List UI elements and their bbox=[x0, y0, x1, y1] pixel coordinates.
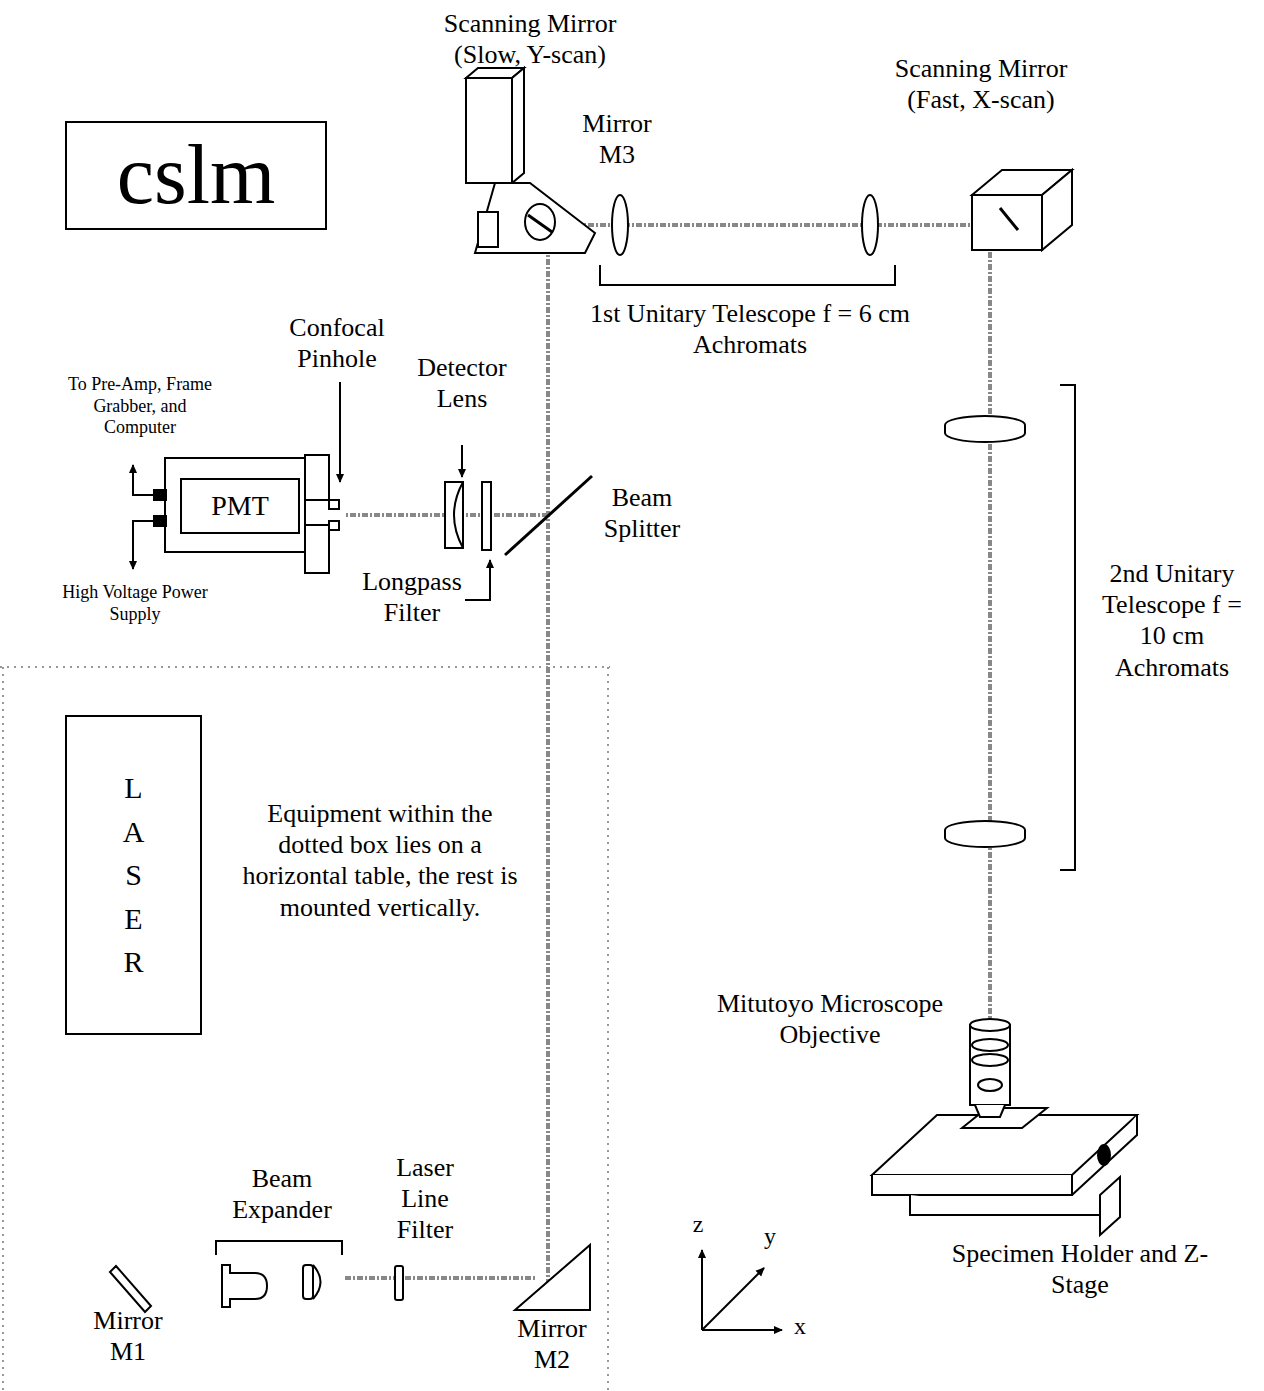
pmt-box: PMT bbox=[180, 478, 300, 534]
telescope-1-lenses bbox=[600, 195, 895, 285]
part-label: To Pre-Amp, Frame Grabber, and Computer bbox=[65, 374, 215, 439]
laser-line-filter bbox=[395, 1266, 403, 1300]
part-label: Detector Lens bbox=[392, 352, 532, 414]
beam-expander bbox=[216, 1241, 342, 1307]
part-label: Specimen Holder and Z-Stage bbox=[945, 1238, 1215, 1300]
slow-scanner bbox=[466, 68, 595, 253]
pmt-housing bbox=[133, 455, 339, 573]
part-label: x bbox=[788, 1312, 812, 1341]
part-label: Mirror M1 bbox=[73, 1305, 183, 1367]
part-label: 1st Unitary Telescope f = 6 cm Achromats bbox=[590, 298, 910, 360]
part-label: Beam Expander bbox=[217, 1163, 347, 1225]
part-label: y bbox=[758, 1222, 782, 1251]
table-boundary bbox=[0, 667, 610, 1391]
mirror-m1 bbox=[110, 1266, 151, 1312]
part-label: 2nd Unitary Telescope f = 10 cm Achromat… bbox=[1090, 558, 1255, 683]
fast-scanner bbox=[972, 170, 1072, 250]
part-label: Mitutoyo Microscope Objective bbox=[695, 988, 965, 1050]
part-label: Beam Splitter bbox=[582, 482, 702, 544]
mirror-m3 bbox=[612, 195, 628, 255]
part-label: Mirror M2 bbox=[502, 1313, 602, 1375]
title-box: cslm bbox=[65, 121, 327, 230]
objective-and-stage bbox=[872, 1019, 1137, 1235]
part-label: Scanning Mirror (Slow, Y-scan) bbox=[435, 8, 625, 70]
part-label: Laser Line Filter bbox=[380, 1152, 470, 1246]
node-text: cslm bbox=[117, 129, 276, 221]
node-text: LASER bbox=[119, 766, 149, 984]
node-text: PMT bbox=[211, 491, 269, 522]
laser-beam bbox=[345, 225, 1000, 1285]
laser-box: LASER bbox=[65, 715, 202, 1035]
mirror-m2 bbox=[515, 1245, 590, 1310]
part-label: Equipment within the dotted box lies on … bbox=[235, 798, 525, 923]
part-label: Longpass Filter bbox=[337, 566, 487, 628]
part-label: Scanning Mirror (Fast, X-scan) bbox=[866, 53, 1096, 115]
part-label: Mirror M3 bbox=[562, 108, 672, 170]
part-label: Confocal Pinhole bbox=[262, 312, 412, 374]
axes bbox=[702, 1250, 782, 1330]
part-label: High Voltage Power Supply bbox=[60, 582, 210, 625]
part-label: z bbox=[686, 1210, 710, 1239]
telescope-2-lenses bbox=[945, 385, 1075, 870]
